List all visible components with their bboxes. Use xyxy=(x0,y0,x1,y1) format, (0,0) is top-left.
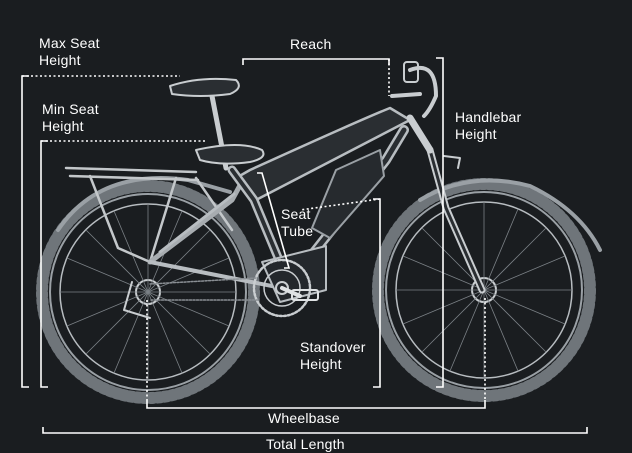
reach-bracket xyxy=(242,58,390,65)
seat-tube-label: Seat Tube xyxy=(281,206,314,239)
standover-height-bracket xyxy=(373,198,381,388)
total-length-label: Total Length xyxy=(266,436,345,452)
wheelbase-label: Wheelbase xyxy=(268,410,340,426)
standover-height-label: Standover Height xyxy=(300,339,366,372)
handlebar-height-label: Handlebar Height xyxy=(455,109,522,142)
bike-frame xyxy=(147,106,412,303)
handlebar-height-bracket xyxy=(436,57,444,388)
min-seat-height-label: Min Seat Height xyxy=(42,101,99,134)
reach-label: Reach xyxy=(290,36,332,52)
min-seat-height-bracket xyxy=(40,140,48,388)
rear-rack xyxy=(64,166,234,264)
total-length-bracket xyxy=(42,427,588,434)
max-seat-height-label: Max Seat Height xyxy=(39,35,100,68)
wheelbase-bracket xyxy=(146,400,486,409)
seat-tube-bracket xyxy=(257,172,291,269)
max-seat-height-bracket xyxy=(21,75,29,388)
dimension-lines xyxy=(21,57,588,434)
